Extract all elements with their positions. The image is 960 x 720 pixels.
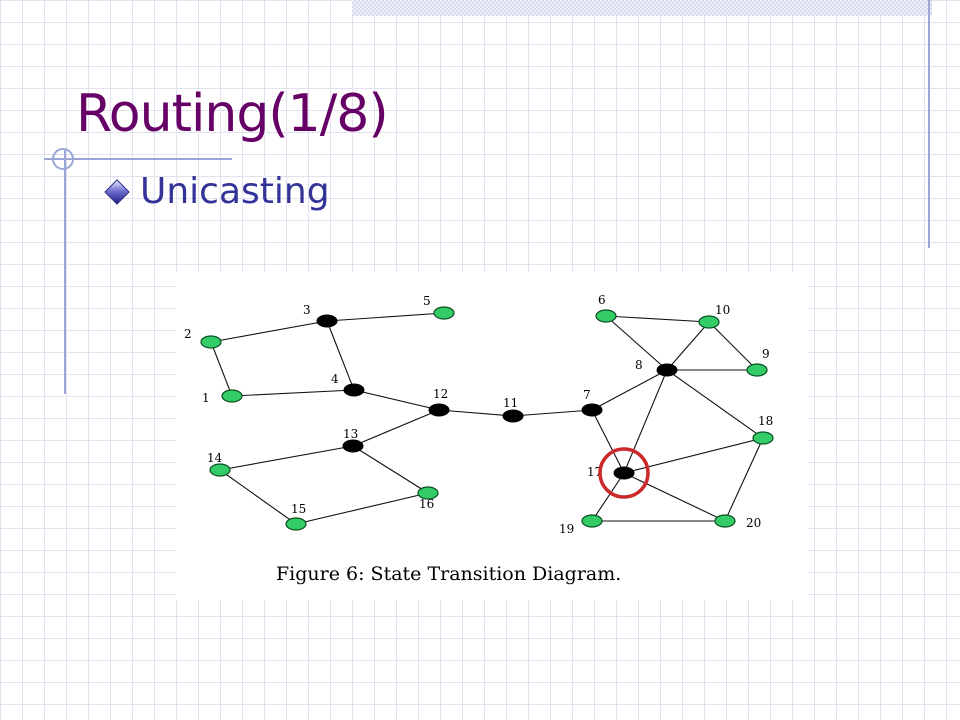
node-label-13: 13 <box>343 427 358 441</box>
edge-1-4 <box>231 389 355 397</box>
node-16 <box>417 486 439 500</box>
edge-17-18 <box>623 437 764 474</box>
edge-3-5 <box>326 312 445 322</box>
node-label-10: 10 <box>715 303 730 317</box>
left-decorative-line <box>64 150 66 394</box>
edge-18-20 <box>724 437 764 522</box>
edge-11-7 <box>512 409 593 417</box>
node-label-3: 3 <box>303 303 311 317</box>
edge-7-17 <box>591 409 625 474</box>
slide-title: Routing(1/8) <box>76 84 389 144</box>
edge-4-12 <box>353 389 440 411</box>
node-6 <box>595 309 617 323</box>
node-label-18: 18 <box>758 414 773 428</box>
node-7 <box>581 403 603 417</box>
header-decoration-band <box>352 0 932 16</box>
edge-7-8 <box>591 369 668 411</box>
edge-3-4 <box>326 320 355 391</box>
node-label-6: 6 <box>598 293 606 307</box>
edge-8-18 <box>666 369 764 439</box>
node-4 <box>343 383 365 397</box>
node-11 <box>502 409 524 423</box>
node-17 <box>613 466 635 480</box>
node-20 <box>714 514 736 528</box>
figure-caption: Figure 6: State Transition Diagram. <box>276 563 621 585</box>
edge-14-15 <box>219 469 297 525</box>
title-underline <box>44 158 232 160</box>
node-14 <box>209 463 231 477</box>
edge-10-9 <box>708 321 758 371</box>
node-label-1: 1 <box>202 391 210 405</box>
node-label-11: 11 <box>503 396 518 410</box>
node-9 <box>746 363 768 377</box>
node-1 <box>221 389 243 403</box>
edge-8-17 <box>623 369 668 474</box>
corner-curl-ornament <box>52 148 74 170</box>
edge-17-20 <box>623 472 726 522</box>
edge-12-13 <box>352 409 440 447</box>
edge-8-10 <box>666 321 710 371</box>
node-label-7: 7 <box>583 388 591 402</box>
node-3 <box>316 314 338 328</box>
node-label-20: 20 <box>746 516 761 530</box>
edge-17-19 <box>591 472 625 522</box>
node-10 <box>698 315 720 329</box>
bullet-item: Unicasting <box>100 170 330 214</box>
node-18 <box>752 431 774 445</box>
nodes-layer <box>200 306 774 531</box>
node-5 <box>433 306 455 320</box>
node-label-4: 4 <box>331 372 339 386</box>
edge-2-1 <box>210 341 233 397</box>
node-label-5: 5 <box>423 294 431 308</box>
node-19 <box>581 514 603 528</box>
node-label-16: 16 <box>419 497 434 511</box>
edge-12-11 <box>438 409 514 417</box>
edge-15-16 <box>295 492 429 525</box>
node-2 <box>200 335 222 349</box>
bullet-text: Unicasting <box>140 171 330 212</box>
edge-2-3 <box>210 320 328 343</box>
node-label-9: 9 <box>762 347 770 361</box>
edge-13-14 <box>219 445 354 471</box>
node-label-15: 15 <box>291 502 306 516</box>
edge-6-10 <box>605 315 710 323</box>
node-label-12: 12 <box>433 387 448 401</box>
node-13 <box>342 439 364 453</box>
edges-layer <box>210 312 764 525</box>
node-8 <box>656 363 678 377</box>
node-label-2: 2 <box>184 327 192 341</box>
edge-6-8 <box>605 315 668 371</box>
diamond-bullet-icon <box>104 179 130 205</box>
node-label-14: 14 <box>207 451 223 465</box>
node-15 <box>285 517 307 531</box>
highlight-circle <box>598 447 650 499</box>
node-12 <box>428 403 450 417</box>
node-label-8: 8 <box>635 358 643 372</box>
right-decorative-line <box>928 0 930 248</box>
node-label-19: 19 <box>559 522 574 536</box>
edge-13-16 <box>352 445 429 494</box>
